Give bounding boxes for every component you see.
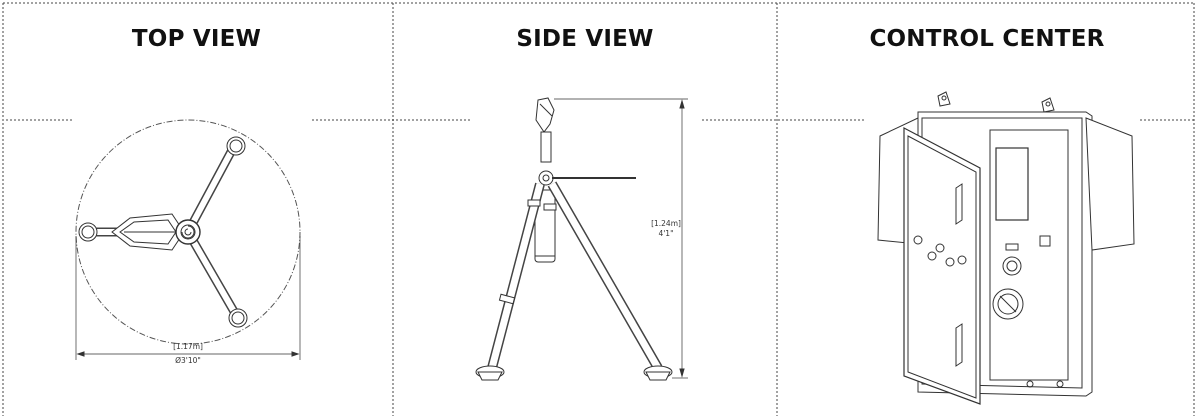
top-view-panel: TOP VIEW: [0, 0, 393, 419]
side-view-metric-dimension: [1.24m]: [651, 219, 681, 228]
control-center-drawing: [877, 91, 1135, 405]
side-view-title: SIDE VIEW: [516, 26, 654, 52]
control-center-title: CONTROL CENTER: [869, 26, 1105, 52]
top-view-title: TOP VIEW: [131, 26, 262, 52]
side-view-panel: SIDE VIEW: [393, 0, 777, 419]
top-view-imperial-dimension: Ø3'10": [175, 356, 201, 365]
top-view-metric-dimension: [1.17m]: [173, 342, 203, 351]
side-view-imperial-dimension: 4'1": [658, 229, 673, 238]
control-center-panel: CONTROL CENTER: [777, 0, 1197, 419]
top-view-drawing: [75, 119, 301, 360]
side-view-drawing: [475, 97, 688, 381]
